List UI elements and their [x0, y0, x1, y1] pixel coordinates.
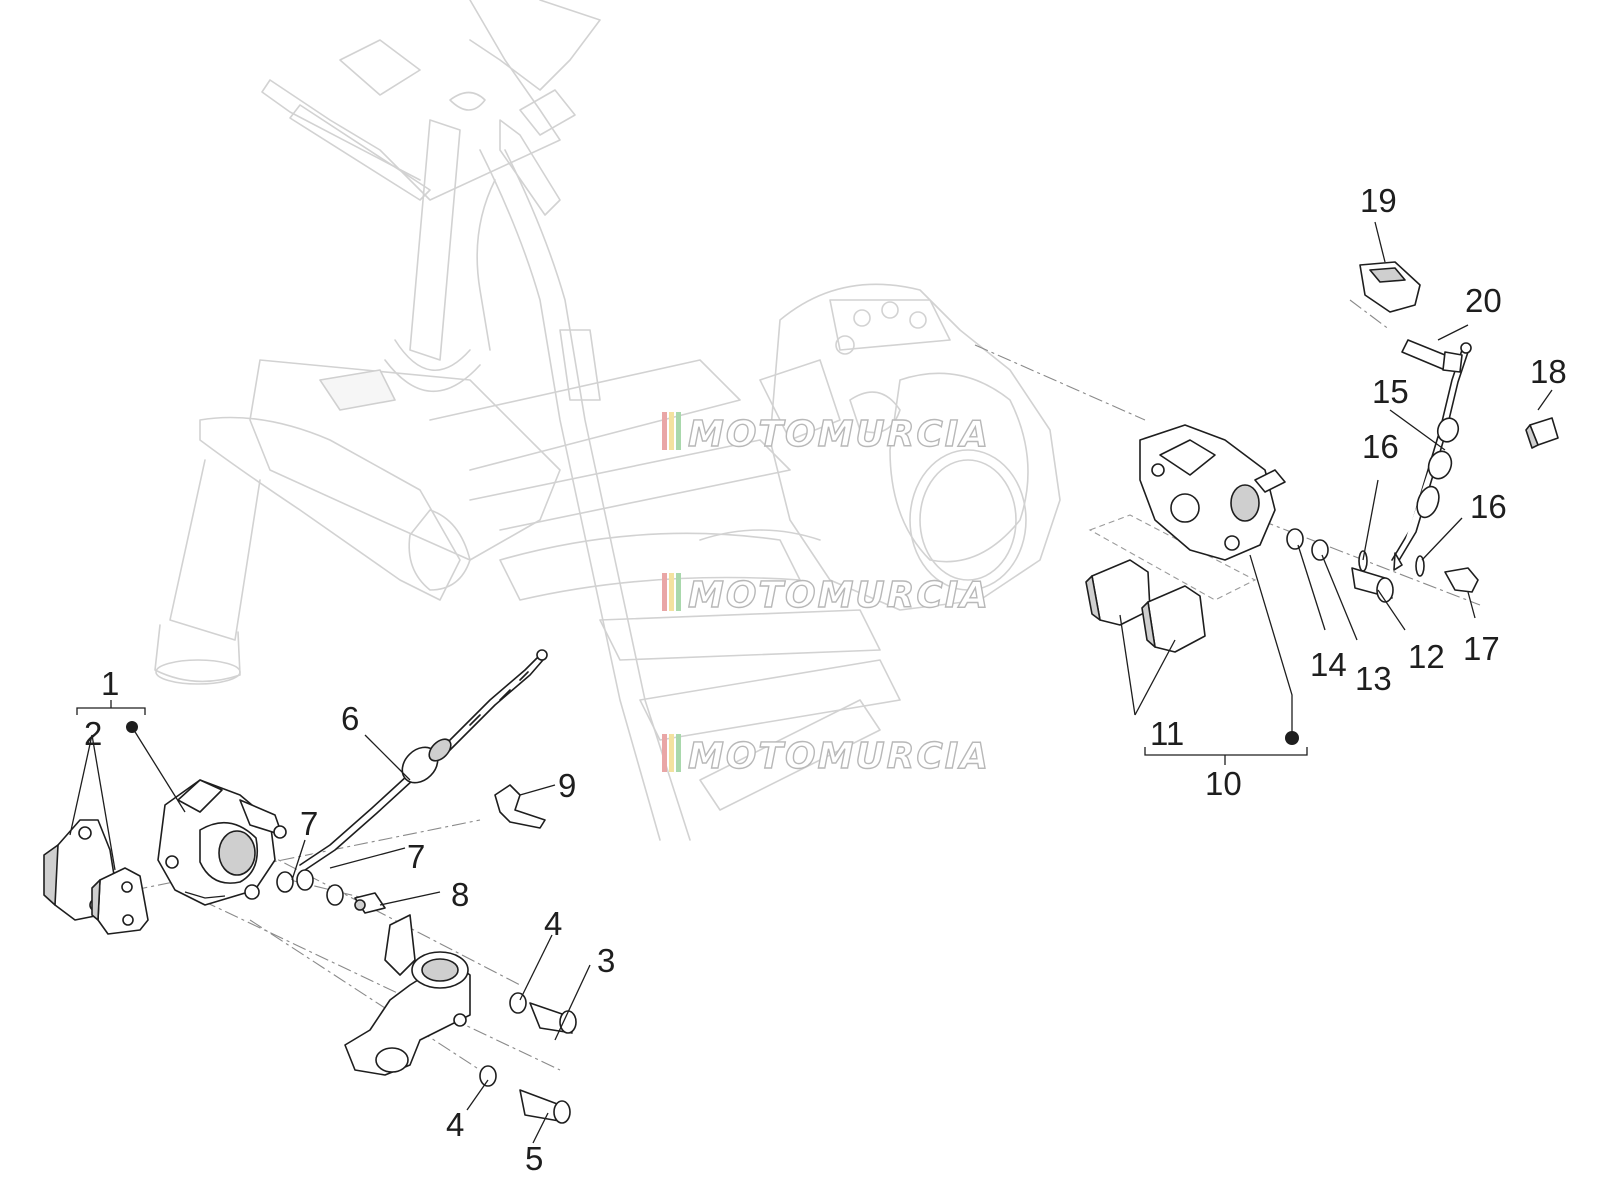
callout-2: 2	[84, 715, 102, 752]
leader-lines	[69, 221, 1553, 1144]
callout-11: 11	[1150, 715, 1184, 752]
callout-19: 19	[1360, 182, 1397, 219]
rear-brake-pads	[1085, 559, 1206, 653]
callout-17: 17	[1463, 630, 1500, 667]
hose-clip	[494, 784, 546, 829]
front-caliper-bracket	[344, 914, 471, 1076]
watermark-2: MOTOMURCIA	[662, 573, 990, 617]
rear-bleed-screw	[1444, 567, 1479, 593]
front-bracket-screws	[479, 992, 577, 1124]
callout-4-lower: 4	[446, 1106, 464, 1143]
callout-16-left: 16	[1362, 428, 1399, 465]
pipe-clamp	[1359, 261, 1421, 313]
callout-9: 9	[558, 767, 576, 804]
callout-labels: 1 2 3 4 4 5 6 7 7 8 9 10 11 12 13 14 15 …	[84, 182, 1567, 1177]
callout-12: 12	[1408, 638, 1445, 675]
callout-6: 6	[341, 700, 359, 737]
front-brake-caliper	[157, 779, 287, 906]
svg-text:MOTOMURCIA: MOTOMURCIA	[688, 575, 990, 616]
clamp-screw	[1401, 339, 1463, 373]
callout-13: 13	[1355, 660, 1392, 697]
front-brake-hose	[299, 649, 548, 871]
rear-brake-caliper	[1139, 424, 1286, 561]
svg-text:MOTOMURCIA: MOTOMURCIA	[688, 414, 990, 455]
callout-18: 18	[1530, 353, 1567, 390]
scooter-frame-outline	[154, 0, 1061, 841]
front-hose-washers	[276, 869, 344, 906]
callout-7-left: 7	[300, 805, 318, 842]
rear-hose-washers	[1286, 528, 1425, 577]
callout-8: 8	[451, 876, 469, 913]
callout-20: 20	[1465, 282, 1502, 319]
rear-nut-clip	[1525, 417, 1559, 449]
watermark-3: MOTOMURCIA	[662, 734, 990, 778]
svg-text:MOTOMURCIA: MOTOMURCIA	[688, 736, 990, 777]
callout-14: 14	[1310, 646, 1347, 683]
callout-10: 10	[1205, 765, 1242, 802]
callout-1: 1	[101, 665, 119, 702]
callout-3: 3	[597, 942, 615, 979]
rear-union-bolt	[1351, 567, 1394, 603]
rear-brake-pipe	[1391, 342, 1472, 571]
callout-15: 15	[1372, 373, 1409, 410]
callout-7-right: 7	[407, 838, 425, 875]
callout-4-upper: 4	[544, 905, 562, 942]
callout-5: 5	[525, 1140, 543, 1177]
front-brake-pad-inner	[91, 867, 149, 935]
front-bleed-valve	[354, 892, 386, 914]
watermark-1: MOTOMURCIA	[662, 412, 990, 456]
callout-16-right: 16	[1470, 488, 1507, 525]
